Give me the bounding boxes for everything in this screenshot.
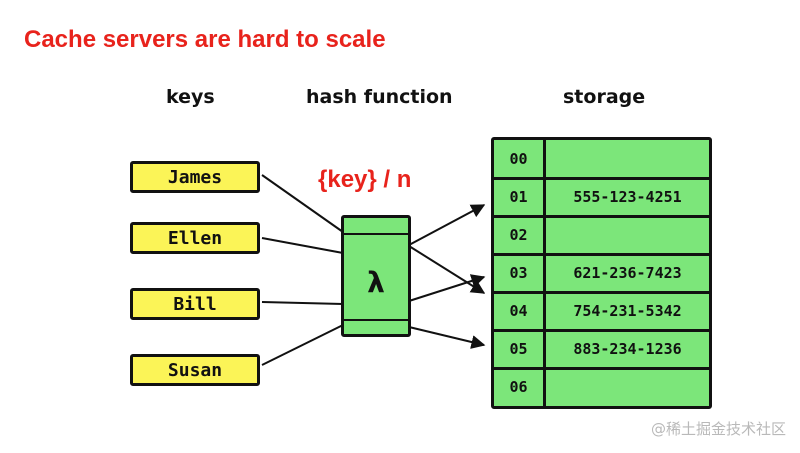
storage-index: 05 — [509, 340, 528, 358]
storage-row: 06 — [494, 366, 709, 406]
key-box-ellen: Ellen — [130, 222, 260, 254]
hash-formula: {key} / n — [318, 166, 412, 193]
storage-row: 03 621-236-7423 — [494, 252, 709, 292]
storage-row: 01 555-123-4251 — [494, 176, 709, 216]
storage-row: 02 — [494, 214, 709, 254]
storage-value: 555-123-4251 — [573, 188, 682, 206]
lambda-symbol: λ — [367, 266, 385, 299]
hash-divider — [344, 319, 408, 321]
row-divider — [494, 214, 709, 218]
line-susan-to-hash — [261, 324, 344, 366]
row-divider — [494, 252, 709, 256]
storage-index: 01 — [509, 188, 528, 206]
storage-value: 621-236-7423 — [573, 264, 682, 282]
hash-divider — [344, 233, 408, 235]
row-divider — [494, 366, 709, 370]
storage-value: 883-234-1236 — [573, 340, 682, 358]
key-box-bill: Bill — [130, 288, 260, 320]
storage-table: 00 01 555-123-4251 02 03 621-236-7423 04… — [491, 137, 712, 409]
keys-header: keys — [166, 86, 215, 108]
hash-function-header: hash function — [306, 86, 453, 108]
arrow-to-slot-02 — [408, 204, 486, 246]
storage-index: 02 — [509, 226, 528, 244]
key-box-susan: Susan — [130, 354, 260, 386]
line-ellen-to-hash — [261, 237, 344, 254]
storage-row: 05 883-234-1236 — [494, 328, 709, 368]
hash-function-box: λ — [341, 215, 411, 337]
line-bill-to-hash — [261, 301, 344, 305]
row-divider — [494, 328, 709, 332]
row-divider — [494, 290, 709, 294]
storage-index: 06 — [509, 378, 528, 396]
line-james-to-hash — [261, 174, 344, 233]
watermark: @稀土掘金技术社区 — [650, 420, 786, 438]
diagram-title: Cache servers are hard to scale — [24, 26, 386, 53]
storage-index: 03 — [509, 264, 528, 282]
storage-row: 00 — [494, 140, 709, 178]
row-divider — [494, 176, 709, 180]
storage-index: 00 — [509, 150, 528, 168]
arrow-to-slot-03 — [408, 274, 486, 302]
arrow-to-slot-04 — [408, 245, 486, 294]
arrow-to-slot-05 — [408, 326, 486, 349]
key-box-james: James — [130, 161, 260, 193]
storage-index: 04 — [509, 302, 528, 320]
storage-column-divider — [543, 140, 546, 406]
storage-header: storage — [563, 86, 646, 108]
storage-row: 04 754-231-5342 — [494, 290, 709, 330]
storage-value: 754-231-5342 — [573, 302, 682, 320]
